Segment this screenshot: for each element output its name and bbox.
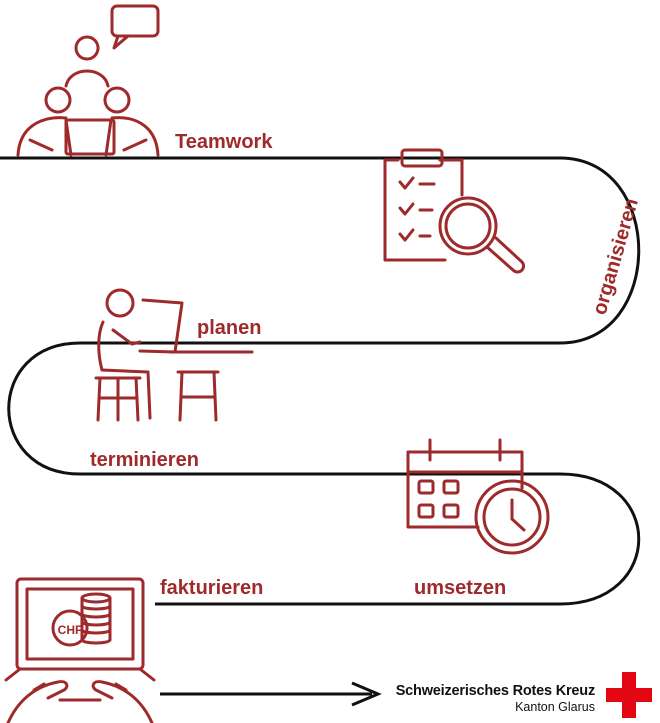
brand-block: Schweizerisches Rotes Kreuz Kanton Glaru…: [395, 683, 595, 714]
label-organisieren: organisieren: [589, 196, 643, 317]
brand-subtitle: Kanton Glarus: [515, 700, 595, 714]
workflow-path: [0, 156, 641, 606]
label-fakturieren: fakturieren: [160, 577, 263, 599]
checklist-magnifier-icon: [383, 148, 525, 274]
team-meeting-icon: [16, 4, 160, 157]
person-at-desk-icon: [94, 288, 254, 422]
arrow-head: [351, 681, 382, 707]
label-teamwork: Teamwork: [175, 131, 273, 153]
chf-coin-label: CHF: [58, 623, 83, 637]
label-planen: planen: [197, 317, 261, 339]
label-umsetzen: umsetzen: [414, 577, 506, 599]
laptop-chf-icon: [4, 577, 156, 723]
calendar-clock-icon: [406, 438, 550, 555]
red-cross-logo: [606, 672, 652, 718]
brand-name: Schweizerisches Rotes Kreuz: [395, 683, 595, 699]
label-terminieren: terminieren: [90, 449, 199, 471]
